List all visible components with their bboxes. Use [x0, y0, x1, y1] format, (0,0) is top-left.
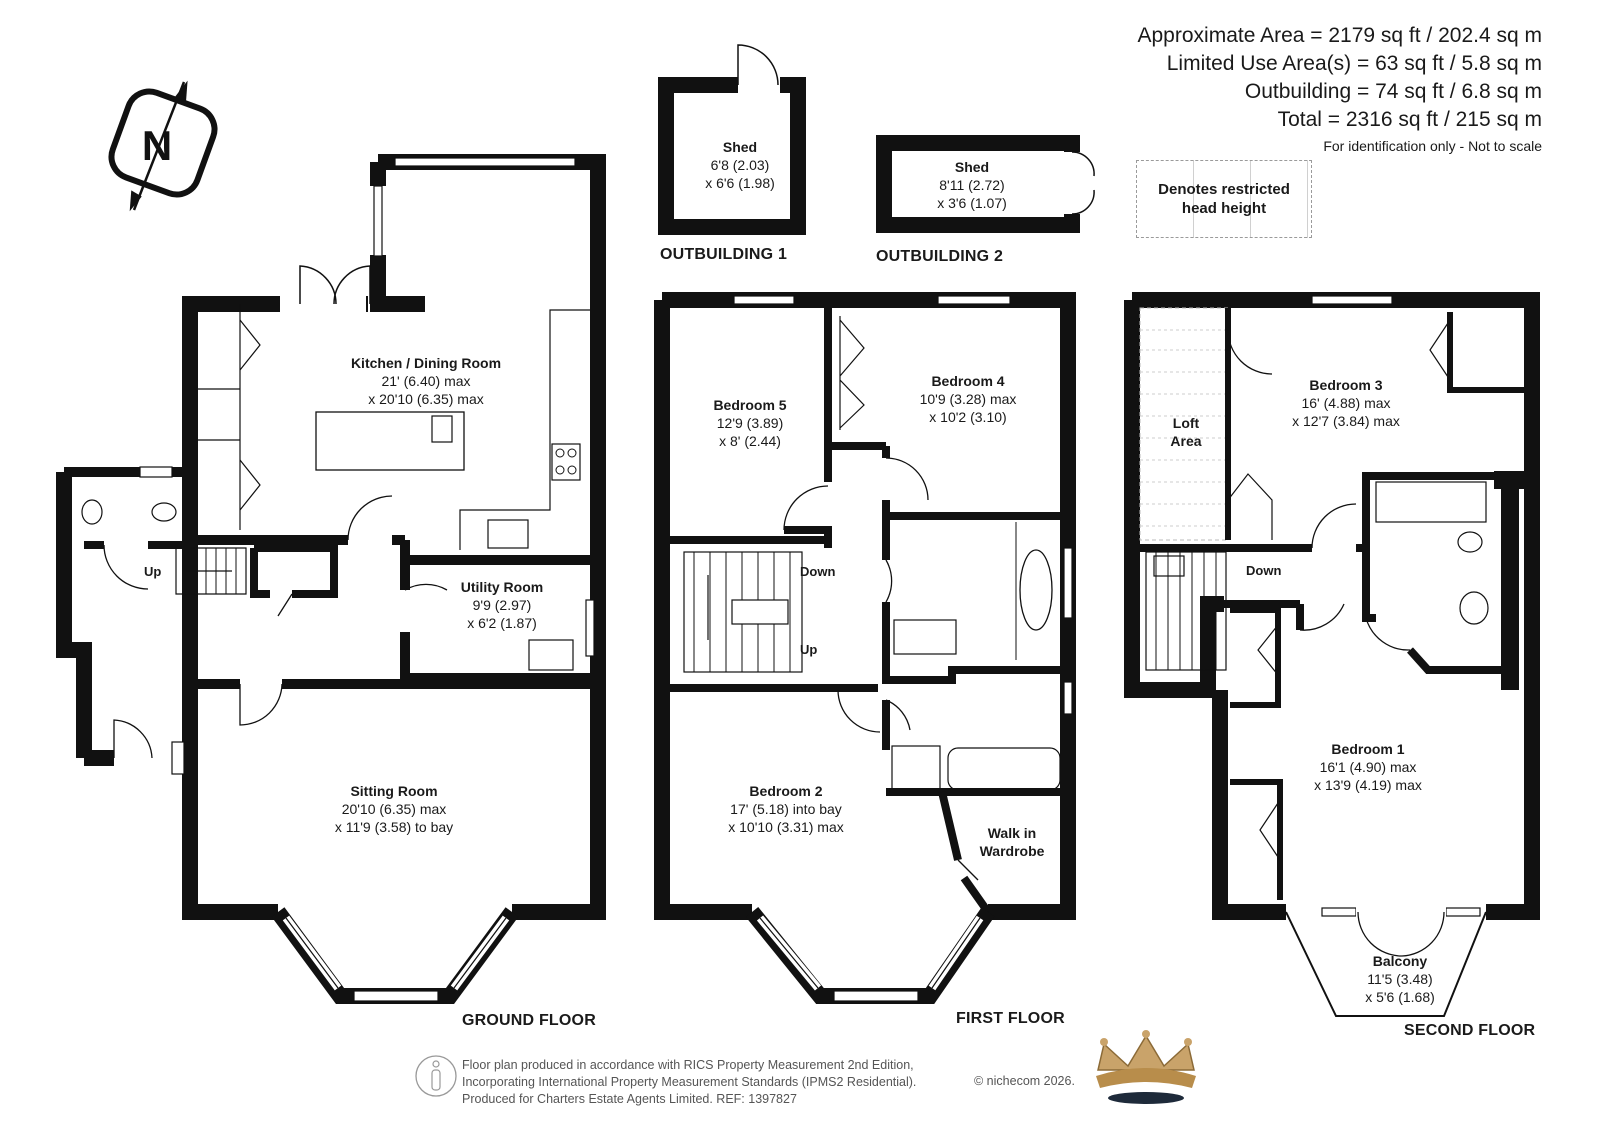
first-stairs-up-label: Up	[800, 642, 818, 657]
second-floor-plan	[1124, 292, 1540, 1017]
shed-2-label: Shed 8'11 (2.72) x 3'6 (1.07)	[937, 159, 1007, 211]
legend-line-2: head height	[1181, 200, 1267, 217]
limited-use-area: Limited Use Area(s) = 63 sq ft / 5.8 sq …	[1166, 52, 1542, 75]
crown-logo-icon	[1096, 1030, 1196, 1104]
first-floor-plan	[654, 292, 1076, 1004]
bedroom-1-label: Bedroom 1 16'1 (4.90) max x 13'9 (4.19) …	[1314, 741, 1422, 793]
identification-note: For identification only - Not to scale	[1323, 138, 1542, 154]
total-area: Total = 2316 sq ft / 215 sq m	[1277, 108, 1542, 131]
kitchen-dining-room-label: Kitchen / Dining Room 21' (6.40) max x 2…	[350, 355, 502, 407]
copyright-text: © nichecom 2026.	[974, 1074, 1075, 1088]
footer-line-2: Incorporating International Property Mea…	[462, 1075, 917, 1089]
outbuilding-2-label: OUTBUILDING 2	[876, 248, 1004, 265]
footer-note: Floor plan produced in accordance with R…	[462, 1057, 916, 1108]
ground-floor-label: GROUND FLOOR	[462, 1012, 596, 1029]
compass-letter: N	[142, 122, 172, 169]
bedroom-4-label: Bedroom 4 10'9 (3.28) max x 10'2 (3.10)	[919, 373, 1017, 425]
ground-floor-plan	[56, 154, 606, 1004]
first-stairs-down-label: Down	[800, 564, 836, 579]
bedroom-2-label: Bedroom 2 17' (5.18) into bay x 10'10 (3…	[728, 783, 844, 835]
balcony-label: Balcony 11'5 (3.48) x 5'6 (1.68)	[1365, 953, 1435, 1005]
footer-line-1: Floor plan produced in accordance with R…	[462, 1058, 914, 1072]
ground-stairs-up-label: Up	[144, 564, 162, 579]
footer-line-3: Produced for Charters Estate Agents Limi…	[462, 1092, 797, 1106]
first-floor-label: FIRST FLOOR	[956, 1010, 1065, 1027]
approximate-area: Approximate Area = 2179 sq ft / 202.4 sq…	[1137, 24, 1543, 47]
utility-room-label: Utility Room 9'9 (2.97) x 6'2 (1.87)	[460, 579, 544, 631]
loft-area-label: Loft Area	[1170, 415, 1202, 449]
person-icon	[415, 1055, 457, 1097]
legend-line-1: Denotes restricted	[1158, 181, 1290, 198]
outbuilding-2-plan	[876, 135, 1095, 233]
bedroom-3-label: Bedroom 3 16' (4.88) max x 12'7 (3.84) m…	[1292, 377, 1400, 429]
bedroom-5-label: Bedroom 5 12'9 (3.89) x 8' (2.44)	[713, 397, 787, 449]
outbuilding-1-label: OUTBUILDING 1	[660, 246, 788, 263]
outbuilding-1-plan	[658, 44, 806, 235]
sitting-room-label: Sitting Room 20'10 (6.35) max x 11'9 (3.…	[334, 783, 454, 835]
second-stairs-down-label: Down	[1246, 563, 1282, 578]
north-compass-icon: N	[108, 80, 218, 212]
second-floor-label: SECOND FLOOR	[1404, 1022, 1536, 1039]
walk-in-wardrobe-label: Walk in Wardrobe	[979, 825, 1045, 859]
outbuilding-area: Outbuilding = 74 sq ft / 6.8 sq m	[1244, 80, 1542, 103]
restricted-height-legend: Denotes restricted head height	[1136, 160, 1312, 238]
shed-1-label: Shed 6'8 (2.03) x 6'6 (1.98)	[705, 139, 775, 191]
